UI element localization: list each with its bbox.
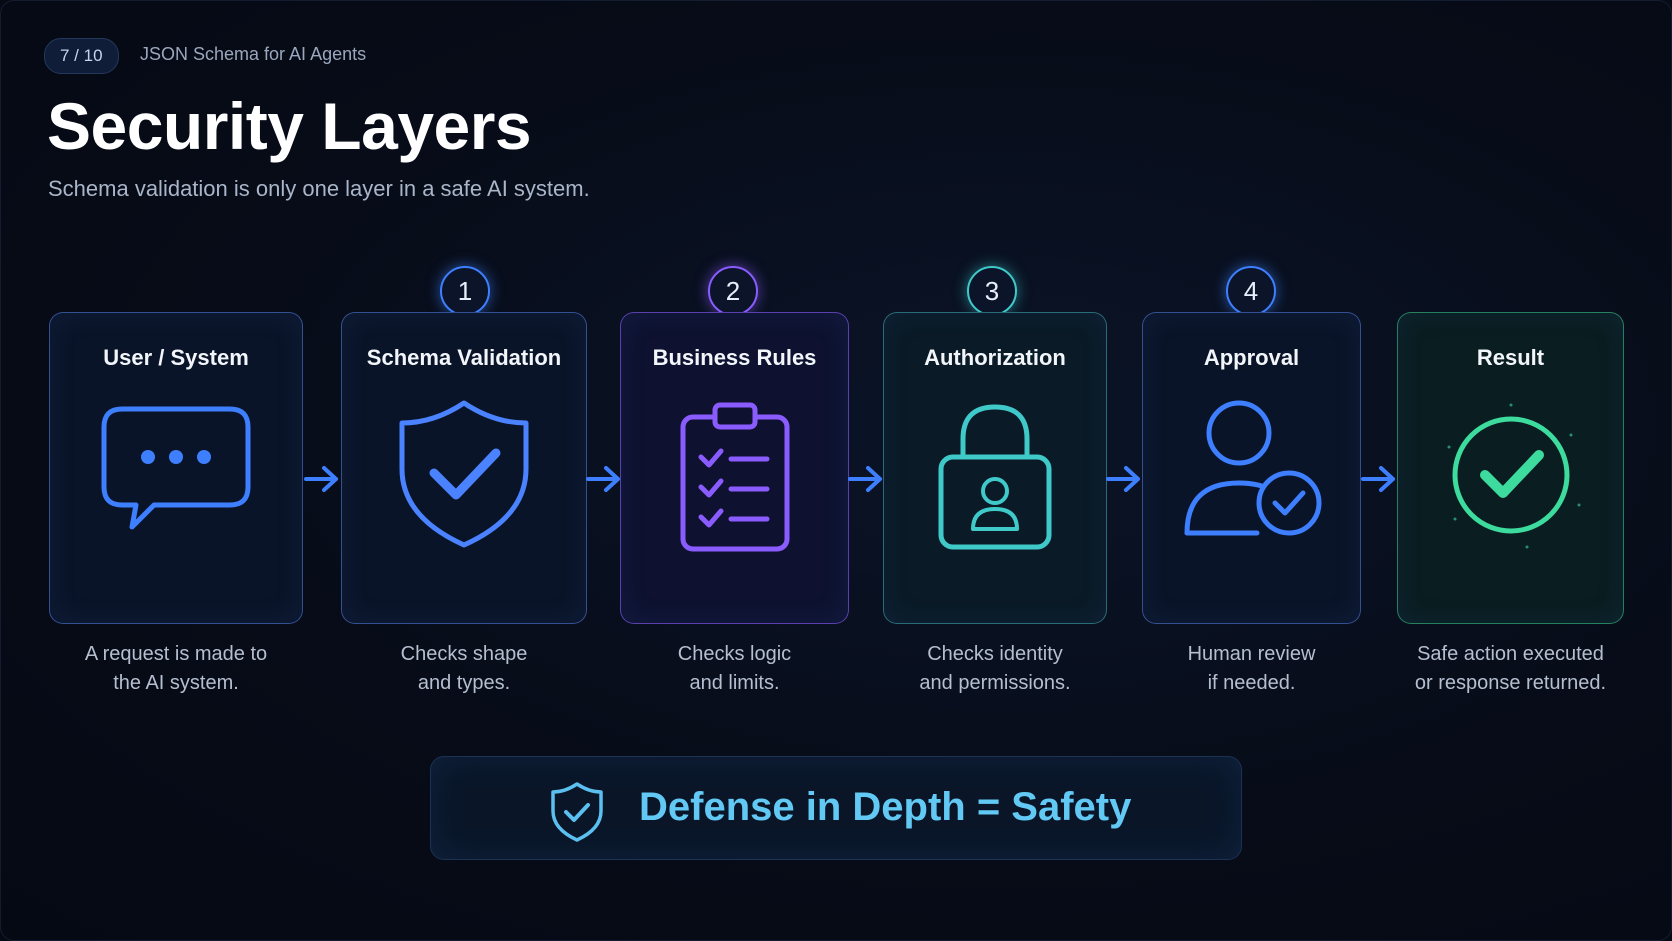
- layer-card-user-system: User / System: [49, 312, 303, 624]
- layer-card-business-rules: Business Rules: [620, 312, 849, 624]
- layer-description-line: and limits.: [689, 672, 780, 694]
- page-title: Security Layers: [47, 89, 532, 163]
- layer-card-title: Schema Validation: [366, 345, 562, 370]
- layer-description: A request is made to the AI system.: [49, 640, 303, 698]
- layer-description-line: Checks identity: [927, 643, 1063, 665]
- arrow-right-icon: [586, 466, 620, 492]
- layer-card-schema-validation: Schema Validation: [341, 312, 587, 624]
- layer-description-line: Human review: [1187, 643, 1316, 665]
- layer-description: Checks identity and permissions.: [883, 640, 1107, 698]
- layer-description-line: if needed.: [1207, 672, 1296, 694]
- layer-card-result: Result: [1397, 312, 1624, 624]
- defense-banner: Defense in Depth = Safety: [430, 756, 1242, 860]
- layer-description-line: Checks logic: [677, 643, 792, 665]
- layer-description: Safe action executed or response returne…: [1397, 640, 1624, 698]
- layer-description: Checks shape and types.: [341, 640, 587, 698]
- layer-card-title: Authorization: [924, 345, 1066, 370]
- step-number-badge: 4: [1226, 266, 1276, 316]
- shield-check-icon: [399, 400, 529, 548]
- layer-description-line: A request is made to: [84, 643, 268, 665]
- step-number-badge: 3: [967, 266, 1017, 316]
- banner-text: Defense in Depth = Safety: [639, 785, 1132, 829]
- clipboard-checklist-icon: [680, 402, 789, 552]
- chat-bubble-icon: [101, 406, 251, 530]
- layer-description: Checks logic and limits.: [620, 640, 849, 698]
- layer-description-line: Checks shape: [400, 643, 528, 665]
- arrow-right-icon: [848, 466, 882, 492]
- layer-description-line: Safe action executed: [1417, 643, 1604, 665]
- layer-description: Human review if needed.: [1142, 640, 1361, 698]
- layer-description-line: or response returned.: [1414, 672, 1607, 694]
- layer-description-line: and types.: [417, 672, 511, 694]
- layer-description-line: and permissions.: [919, 672, 1071, 694]
- layer-card-title: User / System: [103, 345, 249, 370]
- shield-check-icon: [551, 782, 603, 842]
- arrow-right-icon: [1106, 466, 1140, 492]
- lock-user-icon: [938, 404, 1052, 550]
- layer-card-title: Business Rules: [652, 345, 817, 370]
- slide-counter: 7 / 10: [44, 38, 119, 74]
- step-number-badge: 2: [708, 266, 758, 316]
- arrow-right-icon: [1361, 466, 1395, 492]
- user-check-icon: [1184, 400, 1321, 536]
- layer-card-title: Approval: [1203, 345, 1300, 370]
- layer-card-approval: Approval: [1142, 312, 1361, 624]
- step-number-badge: 1: [440, 266, 490, 316]
- layer-card-title: Result: [1476, 345, 1545, 370]
- arrow-right-icon: [304, 466, 338, 492]
- layer-card-authorization: Authorization: [883, 312, 1107, 624]
- layer-description-line: the AI system.: [113, 672, 239, 694]
- check-circle-icon: [1447, 403, 1580, 549]
- deck-title: JSON Schema for AI Agents: [140, 44, 367, 64]
- page-subtitle: Schema validation is only one layer in a…: [48, 176, 590, 201]
